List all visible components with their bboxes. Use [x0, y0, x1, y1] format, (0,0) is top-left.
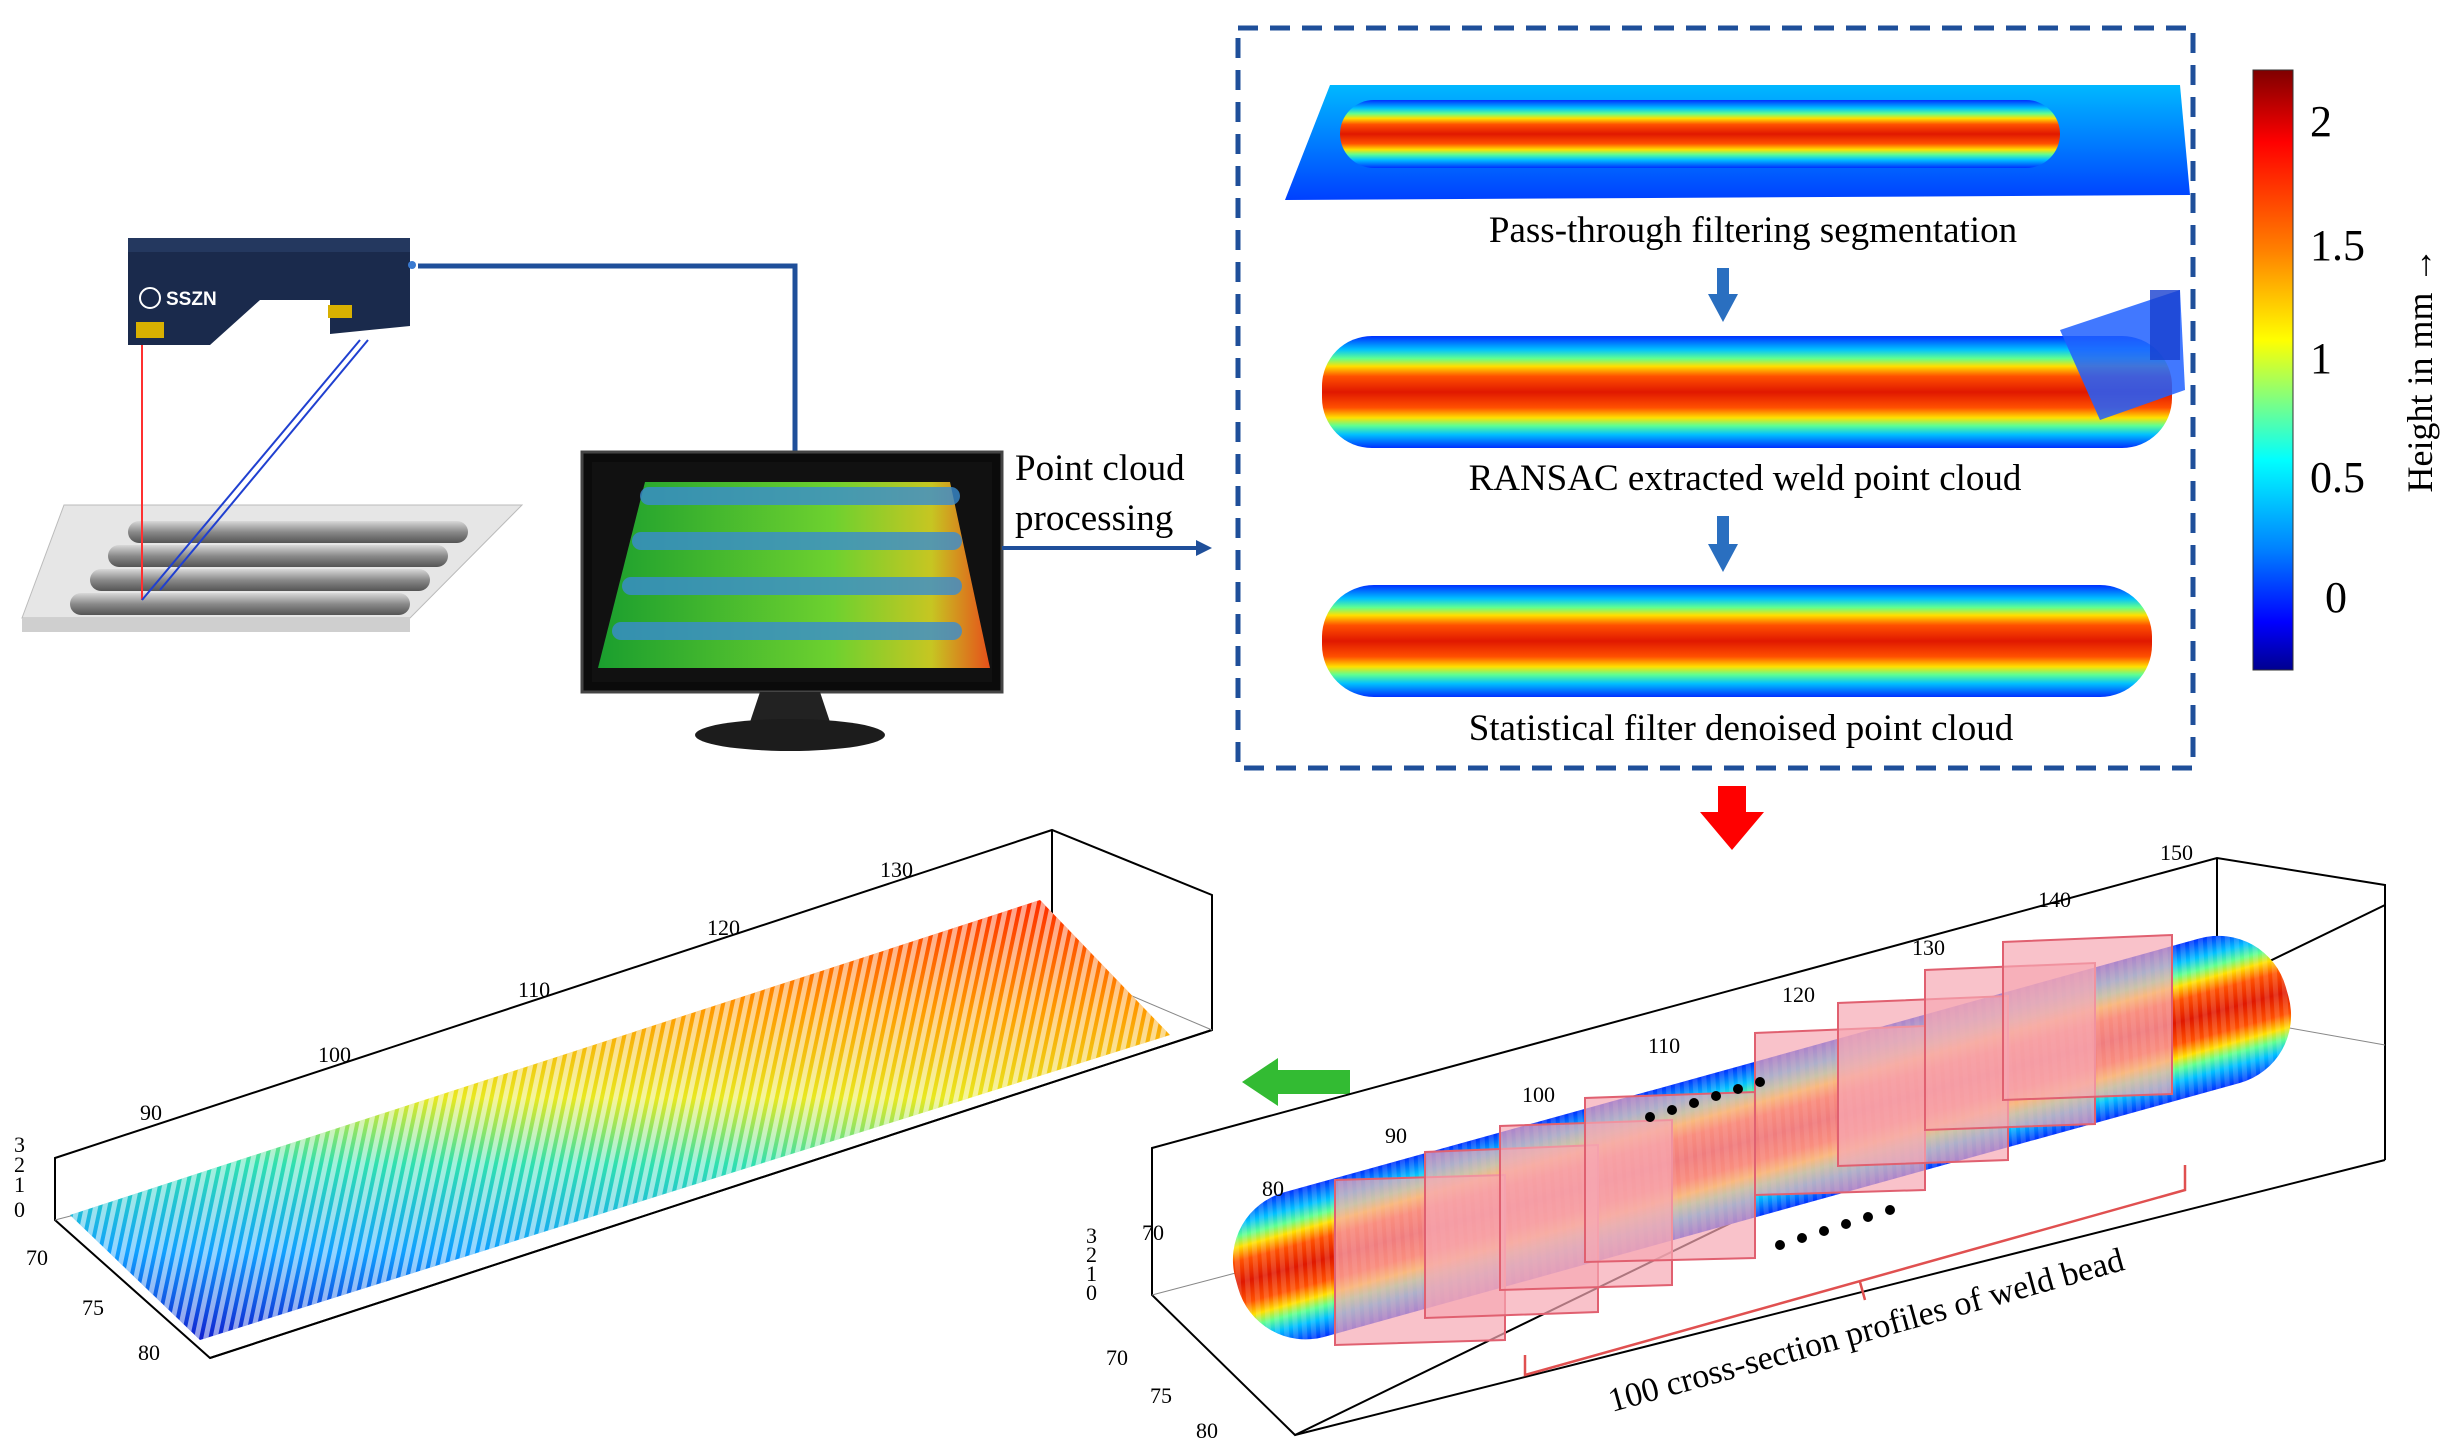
colorbar-gradient: [2252, 69, 2294, 671]
result-x-ticks: 90 100 110 120 130: [140, 857, 913, 1125]
profiles-x-tick: 110: [1648, 1033, 1680, 1058]
result-z-ticks: 3 2 1 0: [14, 1132, 25, 1222]
left-arrow: [1242, 1058, 1350, 1106]
result-x-tick: 90: [140, 1100, 162, 1125]
profiles-x-tick: 120: [1782, 982, 1815, 1007]
profiles-x-tick: 90: [1385, 1123, 1407, 1148]
ellipsis-dots-bottom: [1775, 1205, 1895, 1250]
laser-sensor: SSZN: [128, 238, 416, 345]
profiles-x-tick: 140: [2038, 887, 2071, 912]
colorbar: 2 1.5 1 0.5 0 Height in mm →: [2252, 69, 2440, 671]
colorbar-tick-4: 0: [2325, 573, 2347, 622]
profiles-y-tick: 75: [1150, 1383, 1172, 1408]
result-z-tick: 0: [14, 1197, 25, 1222]
result-z-tick: 2: [14, 1152, 25, 1177]
profiles-x-tick: 150: [2160, 840, 2193, 865]
result-x-tick: 110: [518, 977, 550, 1002]
profiles-z-tick: 0: [1086, 1280, 1097, 1305]
profiles-x-ticks: 70 80 90 100 110 120 130 140 150: [1142, 840, 2193, 1245]
colorbar-tick-1: 1.5: [2310, 221, 2365, 270]
profiles-z-tick: 2: [1086, 1242, 1097, 1267]
profile-lines: [70, 900, 1170, 1340]
profiles-x-tick: 80: [1262, 1176, 1284, 1201]
result-y-tick: 70: [26, 1245, 48, 1270]
processing-arrow: [1002, 540, 1212, 556]
processing-label-line2: processing: [1015, 498, 1173, 539]
profiles-y-tick: 70: [1106, 1345, 1128, 1370]
profiles-bracket: [1523, 1165, 2187, 1377]
result-plot: 90 100 110 120 130 3 2 1 0 70 75 80: [14, 828, 1213, 1365]
result-z-tick: 1: [14, 1172, 25, 1197]
down-arrow: [1700, 786, 1764, 850]
profiles-y-tick: 80: [1196, 1418, 1218, 1443]
profiles-z-tick: 3: [1086, 1223, 1097, 1248]
profiles-x-tick: 130: [1912, 935, 1945, 960]
result-x-tick: 120: [707, 915, 740, 940]
processing-steps-box: [1235, 25, 2196, 771]
ellipsis-dots-top: [1645, 1077, 1765, 1122]
sensor-brand: SSZN: [166, 289, 217, 310]
computer-monitor: [580, 450, 1004, 751]
step-ransac-pointcloud: [1322, 290, 2185, 448]
step-arrow-2: [1708, 516, 1738, 572]
profiles-z-tick: 1: [1086, 1261, 1097, 1286]
result-y-tick: 80: [138, 1340, 160, 1365]
step-statistical-pointcloud: [1322, 585, 2152, 697]
processing-label-line1: Point cloud: [1015, 448, 1185, 489]
result-z-tick: 3: [14, 1132, 25, 1157]
colorbar-label: Height in mm →: [2400, 248, 2440, 493]
sensor-logo-icon: [139, 287, 161, 309]
connector-line: [418, 263, 798, 462]
colorbar-tick-2: 1: [2310, 334, 2332, 383]
step-caption-2: RANSAC extracted weld point cloud: [1469, 458, 2022, 499]
result-x-tick: 130: [880, 857, 913, 882]
step-caption-1: Pass-through filtering segmentation: [1489, 210, 2017, 251]
laser-sensor-setup: SSZN: [21, 238, 524, 632]
monitor-screen-pointcloud: [598, 482, 990, 668]
colorbar-tick-3: 0.5: [2310, 453, 2365, 502]
profiles-z-ticks: 3 2 1 0: [1086, 1223, 1097, 1305]
result-y-tick: 75: [82, 1295, 104, 1320]
result-x-tick: 100: [318, 1042, 351, 1067]
step-passthrough-pointcloud: [1285, 85, 2190, 200]
profiles-plot: 100 cross-section profiles of weld bead …: [1086, 840, 2386, 1443]
cross-section-planes: [1334, 933, 2173, 1347]
step-caption-3: Statistical filter denoised point cloud: [1469, 708, 2014, 749]
result-y-ticks: 70 75 80: [26, 1245, 160, 1365]
profiles-x-tick: 100: [1522, 1082, 1555, 1107]
colorbar-tick-0: 2: [2310, 97, 2332, 146]
profiles-y-ticks: 70 75 80: [1106, 1345, 1218, 1443]
step-arrow-1: [1708, 268, 1738, 322]
profiles-x-tick: 70: [1142, 1220, 1164, 1245]
